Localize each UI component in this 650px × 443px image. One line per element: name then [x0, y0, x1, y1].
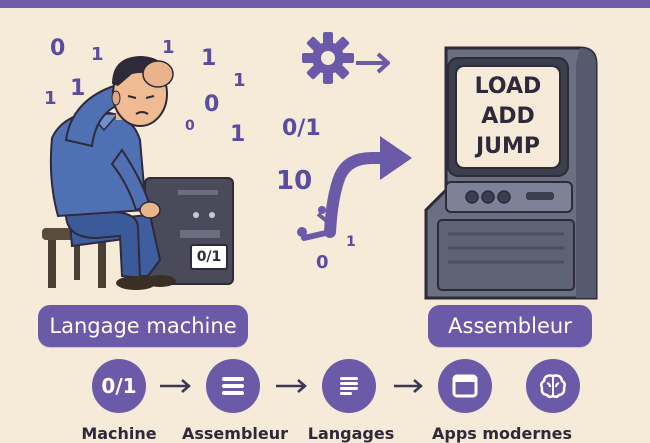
document-icon	[340, 377, 358, 395]
flow-bit: 1	[346, 234, 356, 250]
flow-bit: 0/1	[282, 116, 321, 141]
binary-digit: 1	[233, 70, 246, 91]
instruction-line: ADD	[481, 104, 535, 129]
label-assembler: Assembleur	[428, 305, 592, 347]
assembler-screen-text: LOAD ADD JUMP	[462, 72, 554, 162]
binary-digit: 1	[162, 37, 175, 58]
instruction-line: JUMP	[475, 134, 541, 159]
step-languages-circle	[322, 359, 376, 413]
binary-digit: 0	[204, 92, 220, 117]
list-icon	[222, 377, 244, 395]
gear-icon	[302, 32, 354, 84]
top-accent-bar	[0, 0, 650, 8]
binary-digit: 0	[50, 36, 66, 61]
binary-digit: 0	[185, 118, 195, 134]
step-arrows	[160, 379, 423, 393]
binary-digit: 1	[201, 46, 217, 71]
binary-icon: 0/1	[101, 374, 137, 398]
brain-icon	[540, 374, 566, 399]
flow-bit: 0	[316, 252, 329, 273]
binary-chip-label: 0/1	[190, 244, 228, 270]
label-machine-language: Langage machine	[38, 305, 248, 347]
assembler-machine	[424, 46, 598, 300]
gear-arrow-icon	[356, 52, 390, 74]
flow-arrow-icon	[297, 136, 412, 241]
illustration	[42, 32, 598, 393]
binary-digit: 1	[91, 44, 104, 65]
binary-digit: 1	[230, 122, 246, 147]
instruction-line: LOAD	[474, 74, 542, 99]
step-assembler-circle	[206, 359, 260, 413]
frustrated-person	[49, 56, 176, 290]
binary-digit: 1	[70, 76, 86, 101]
step-modern-apps-circle	[438, 359, 492, 413]
step-machine-circle: 0/1	[92, 359, 146, 413]
binary-digit: 1	[44, 88, 57, 109]
step-ai-circle	[526, 359, 580, 413]
flow-bit: 10	[276, 166, 313, 196]
app-window-icon	[452, 374, 478, 398]
